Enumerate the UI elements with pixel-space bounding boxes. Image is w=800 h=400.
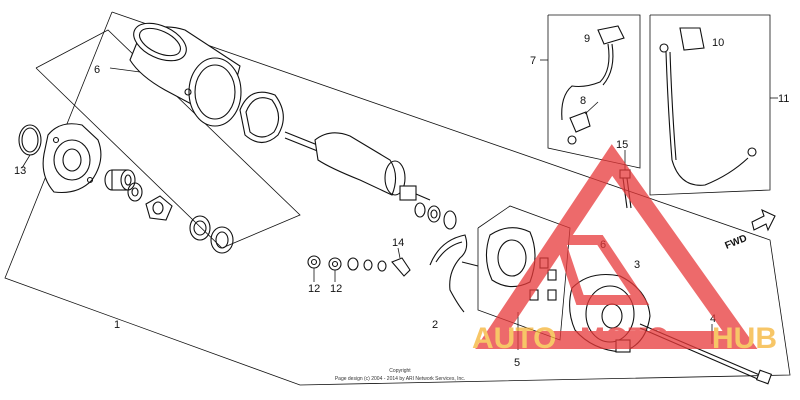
- callout-12-right: 12: [330, 283, 342, 295]
- callout-1: 1: [114, 319, 120, 331]
- forward-direction-arrow: [751, 208, 776, 232]
- part-13-o-ring: [18, 124, 42, 169]
- armature: [284, 131, 431, 201]
- lock-plate: [145, 195, 173, 221]
- callout-12-left: 12: [308, 283, 320, 295]
- assembly-frame: [4, 11, 791, 386]
- callout-10: 10: [712, 37, 724, 49]
- cable-11-box: [649, 14, 771, 196]
- part-14-clip: [391, 247, 411, 277]
- callout-8: 8: [580, 95, 586, 107]
- fwd-label: FWD: [724, 233, 749, 252]
- callout-11: 11: [778, 93, 789, 105]
- callout-7: 7: [530, 55, 536, 67]
- part-11-ground-cable: [659, 27, 778, 186]
- callout-3: 3: [634, 259, 640, 271]
- callout-13: 13: [14, 165, 26, 177]
- callout-2: 2: [432, 319, 438, 331]
- watermark-triangle: [475, 144, 758, 349]
- part-6-motor-housing: [109, 22, 242, 127]
- callout-5: 5: [514, 357, 520, 369]
- callout-labels: 6 13 1 12 12 14 2 5 6 3 4 15 7 8 9 10 11…: [14, 33, 789, 369]
- callout-15: 15: [616, 139, 628, 151]
- front-cover: [42, 123, 102, 194]
- washer-small: [127, 182, 143, 202]
- watermark-text-hub: HUB: [712, 322, 777, 355]
- automotohub-watermark: AUTO MOTO HUB: [472, 144, 777, 355]
- cable-7-box: [547, 14, 641, 169]
- needle-bearing: [104, 169, 136, 191]
- copyright-notice: Copyright Page design (c) 2004 - 2014 by…: [335, 368, 465, 382]
- part-12-nut-set: [307, 255, 387, 282]
- callout-9: 9: [584, 33, 590, 45]
- copyright-line-1: Copyright: [389, 368, 411, 374]
- callout-14: 14: [392, 237, 404, 249]
- part-7-cable-assembly: [540, 25, 625, 145]
- washer-pair: [189, 215, 234, 254]
- watermark-text-auto: AUTO: [472, 322, 556, 355]
- subassembly-box: [35, 29, 301, 249]
- callout-6-housing: 6: [94, 64, 100, 76]
- watermark-triangle-inner: [553, 235, 650, 305]
- watermark-text-moto: MOTO: [580, 322, 669, 355]
- brush-ring: [239, 91, 284, 144]
- brush-holder-box: [477, 205, 571, 341]
- copyright-line-2: Page design (c) 2004 - 2014 by ARI Netwo…: [335, 376, 465, 382]
- armature-washers: [414, 202, 457, 230]
- part-2-brush-spring: [429, 234, 468, 313]
- callout-4: 4: [710, 313, 716, 325]
